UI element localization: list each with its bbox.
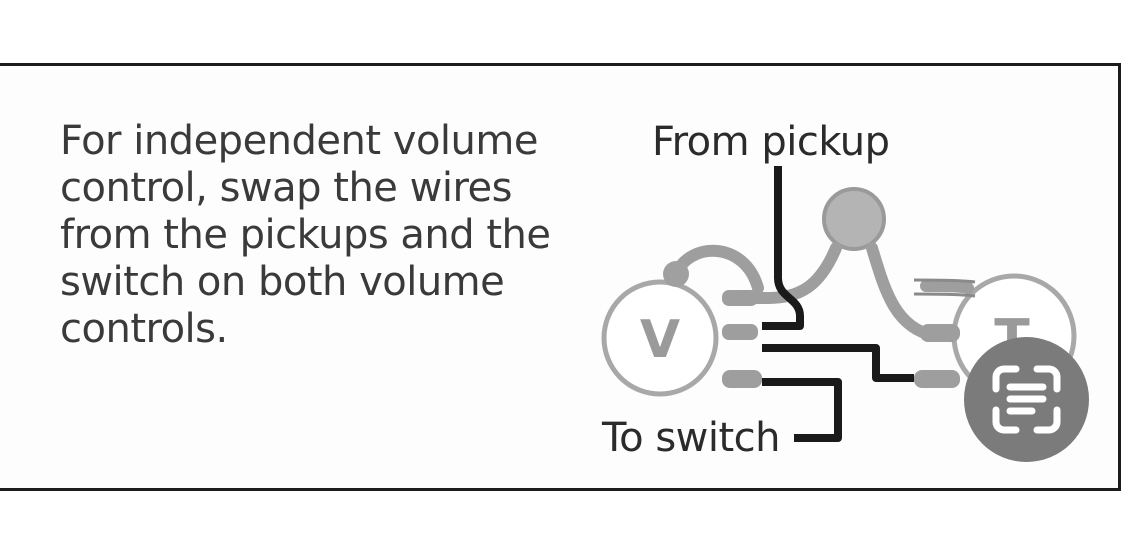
wire-from-pickup bbox=[762, 166, 804, 330]
volume-knob-v bbox=[601, 279, 719, 397]
gray-jumper-wire bbox=[670, 244, 764, 294]
black-wires bbox=[762, 166, 914, 442]
wiring-diagram: V T bbox=[601, 119, 1077, 461]
to-switch-label: To switch bbox=[601, 415, 780, 461]
instruction-text: For independent volume control, swap the… bbox=[60, 118, 551, 352]
t-knob-lugs bbox=[914, 324, 960, 388]
gray-wire-top-t bbox=[920, 280, 974, 294]
volume-knob-v-label: V bbox=[640, 310, 680, 370]
live-text-scan-icon bbox=[992, 365, 1061, 434]
gray-wire-to-t-knob bbox=[866, 242, 941, 342]
live-text-scan-button[interactable] bbox=[964, 337, 1089, 462]
v-knob-lugs bbox=[722, 290, 762, 388]
wire-v-to-t bbox=[762, 344, 914, 382]
wire-to-switch bbox=[762, 378, 842, 442]
gray-wires bbox=[670, 242, 974, 342]
from-pickup-label: From pickup bbox=[652, 119, 890, 165]
pickup-switch-circle bbox=[822, 187, 886, 251]
solder-point bbox=[663, 261, 689, 287]
gray-wire-to-pickup-circle bbox=[722, 242, 842, 304]
diagram-panel: For independent volume control, swap the… bbox=[0, 63, 1121, 491]
gray-wire-outline bbox=[913, 278, 976, 298]
